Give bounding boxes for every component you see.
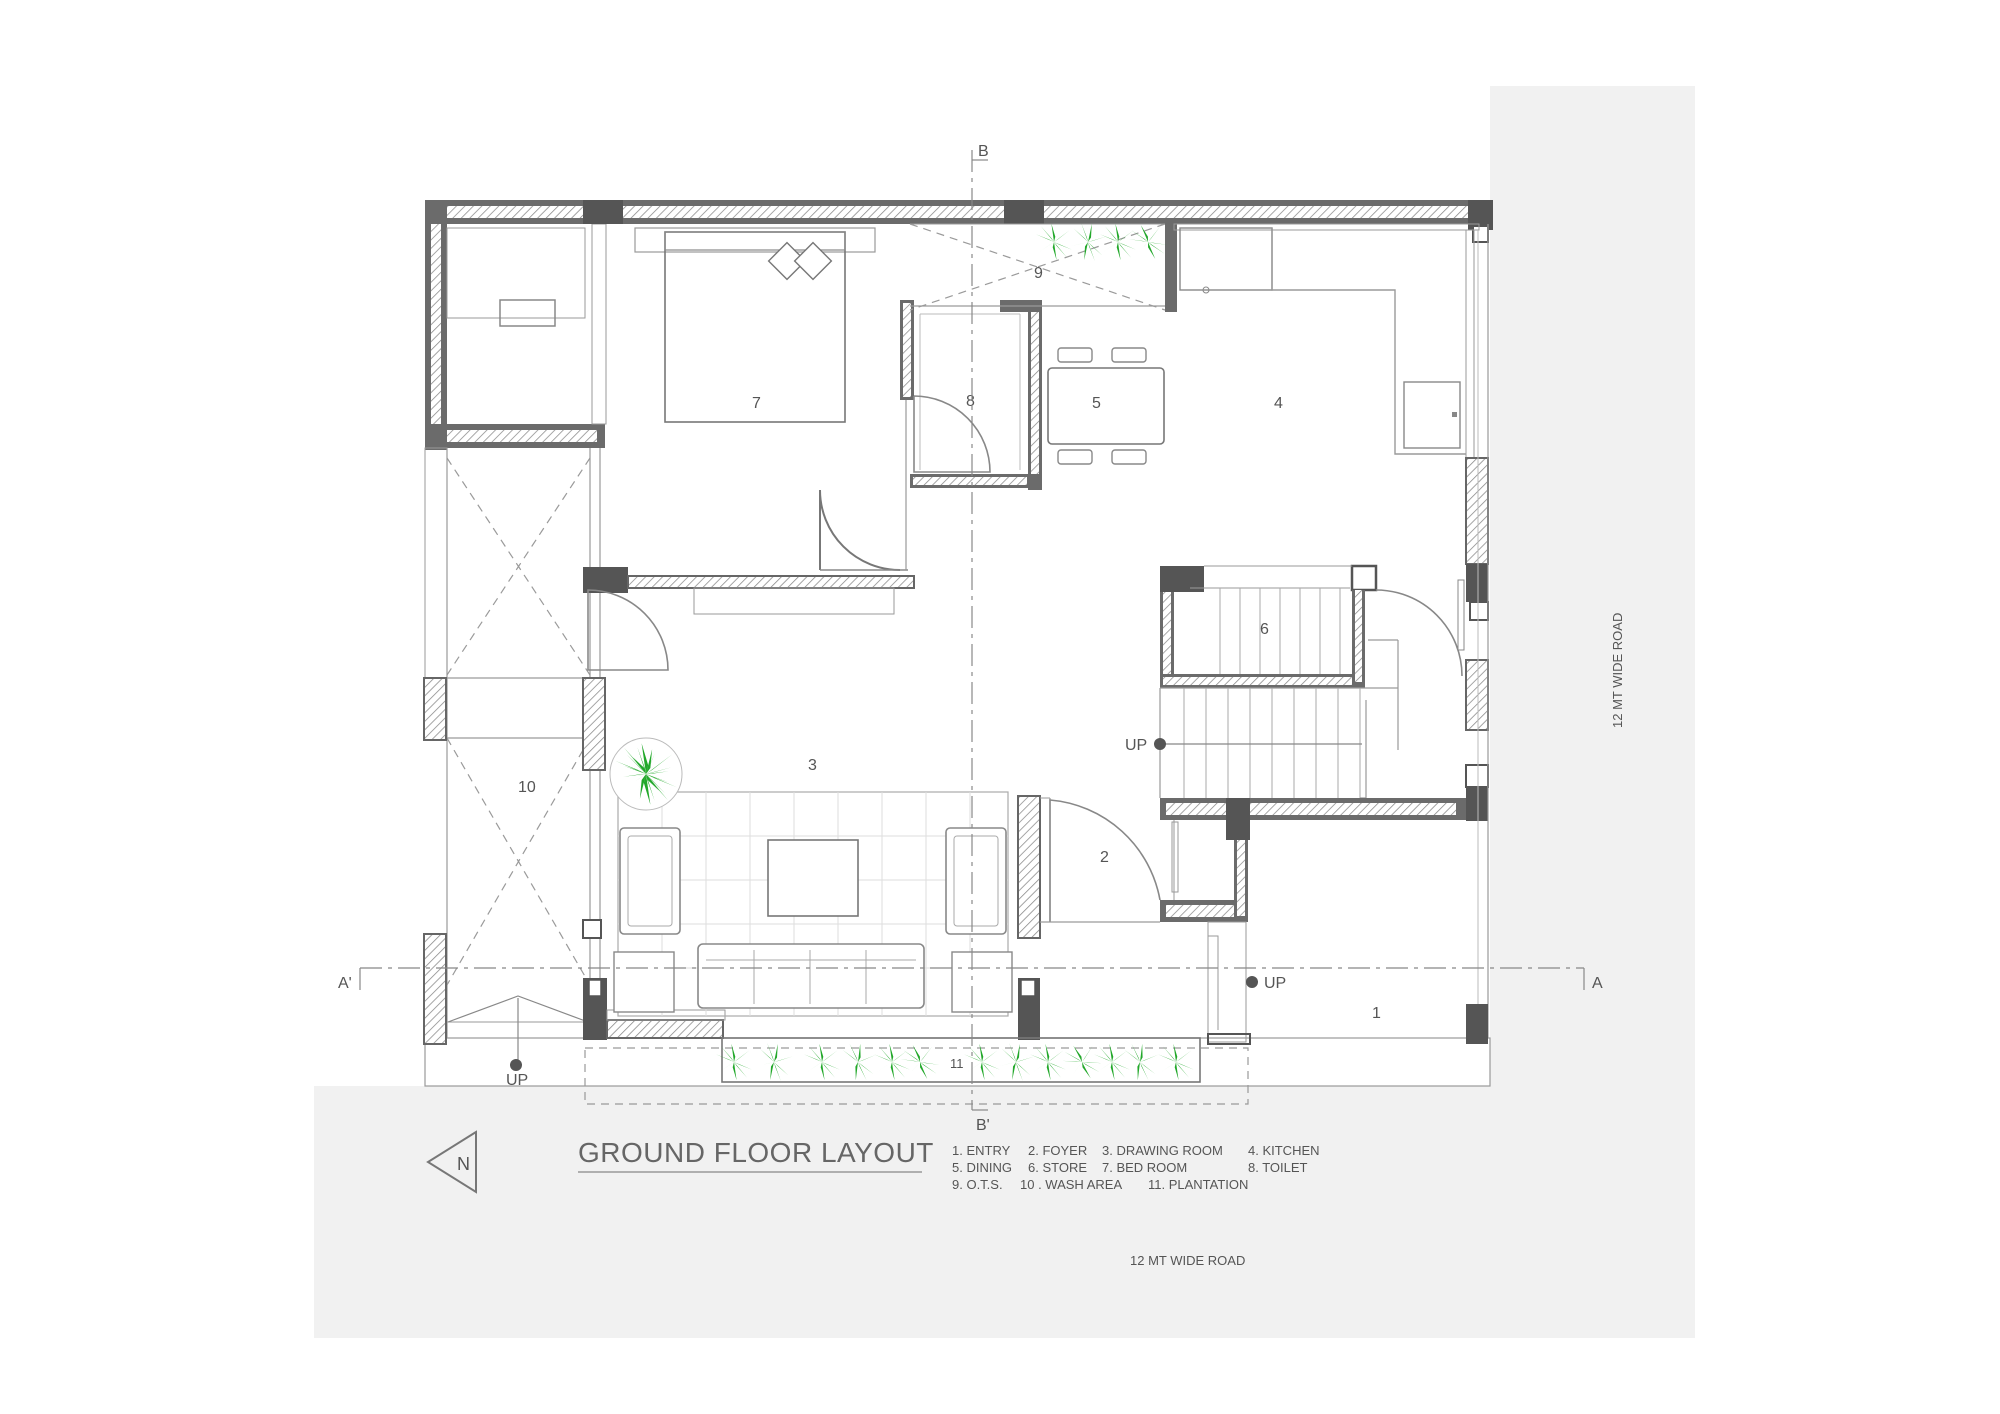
ots <box>909 223 1177 312</box>
column <box>583 200 623 224</box>
legend-entry: 9. O.T.S. <box>952 1177 1003 1192</box>
room-number-8: 8 <box>966 393 975 410</box>
drawing-room <box>582 589 1041 1040</box>
section-mark-b-bottom: B' <box>976 1117 990 1134</box>
potted-plant <box>609 737 683 811</box>
armchair <box>619 827 681 935</box>
legend-entry: 4. KITCHEN <box>1248 1143 1320 1158</box>
stair-label-wash: UP <box>506 1072 528 1089</box>
bedroom <box>446 227 915 615</box>
legend: 1. ENTRY 2. FOYER 3. DRAWING ROOM 4. KIT… <box>952 1143 1320 1192</box>
room-number-2: 2 <box>1100 849 1109 866</box>
room-number-3: 3 <box>808 757 817 774</box>
dining-table <box>1047 347 1165 465</box>
sofa <box>697 943 925 1009</box>
side-table <box>613 951 675 1013</box>
room-number-11: 11 <box>950 1056 964 1071</box>
road-label-bottom: 12 MT WIDE ROAD <box>1130 1253 1245 1268</box>
stair-label-up: UP <box>1125 737 1147 754</box>
legend-entry: 7. BED ROOM <box>1102 1160 1187 1175</box>
room-number-10: 10 <box>518 779 536 796</box>
plan-title: GROUND FLOOR LAYOUT <box>578 1137 934 1168</box>
plantation-bed <box>715 1037 1201 1086</box>
road-area <box>314 86 1695 1338</box>
coffee-table <box>767 839 859 917</box>
plantation-ots <box>1035 218 1171 266</box>
rug <box>617 791 1009 1017</box>
legend-entry: 8. TOILET <box>1248 1160 1308 1175</box>
column <box>1004 200 1044 224</box>
section-mark-b-top: B <box>978 143 989 160</box>
legend-entry: 3. DRAWING ROOM <box>1102 1143 1223 1158</box>
room-number-1: 1 <box>1372 1005 1381 1022</box>
store-stair <box>1154 564 1466 922</box>
outer-walls <box>425 200 1493 450</box>
room-number-9: 9 <box>1034 265 1043 282</box>
legend-entry: 6. STORE <box>1028 1160 1087 1175</box>
side-table <box>951 951 1013 1013</box>
room-number-4: 4 <box>1274 395 1283 412</box>
legend-entry: 5. DINING <box>952 1160 1012 1175</box>
legend-entry: 2. FOYER <box>1028 1143 1087 1158</box>
north-arrow-icon <box>426 1130 477 1194</box>
section-line-b <box>971 150 988 1111</box>
stair-label-entry: UP <box>1264 975 1286 992</box>
wash-area <box>423 447 601 1071</box>
road-label-right: 12 MT WIDE ROAD <box>1610 613 1625 728</box>
room-number-6: 6 <box>1260 621 1269 638</box>
foyer <box>1040 797 1258 1045</box>
room-number-5: 5 <box>1092 395 1101 412</box>
legend-entry: 11. PLANTATION <box>1148 1177 1248 1192</box>
toilet <box>900 300 1042 490</box>
legend-entry: 10 . WASH AREA <box>1020 1177 1122 1192</box>
north-label: N <box>457 1154 470 1174</box>
armchair <box>945 827 1007 935</box>
legend-entry: 1. ENTRY <box>952 1143 1011 1158</box>
room-number-7: 7 <box>752 395 761 412</box>
kitchen <box>1173 223 1489 1044</box>
section-mark-a-left: A' <box>338 975 352 992</box>
section-mark-a-right: A <box>1592 975 1603 992</box>
